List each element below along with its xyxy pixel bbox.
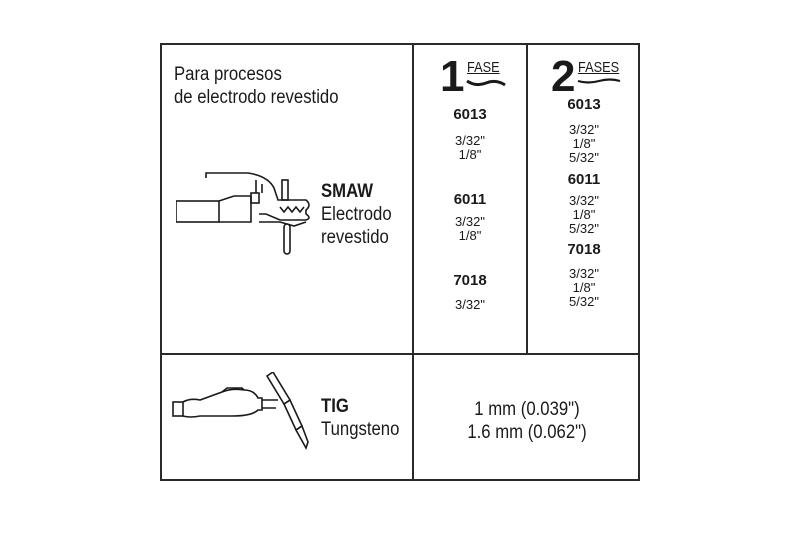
electrode-code: 6011	[453, 191, 487, 208]
phase1-number: 1	[440, 52, 465, 101]
intro-line-2: de electrodo revestido	[174, 87, 339, 108]
intro-line-1: Para procesos	[174, 64, 282, 85]
electrode-size: 3/32"	[569, 266, 599, 281]
electrode-size: 1/8"	[572, 280, 596, 295]
intro-text: Para procesos de electrodo revestido	[174, 63, 339, 109]
electrode-size: 5/32"	[569, 294, 599, 309]
electrode-code: 7018	[567, 241, 601, 258]
electrode-holder-icon	[176, 172, 310, 255]
phase2-label: FASES	[578, 59, 620, 76]
electrode-size: 1/8"	[458, 228, 482, 243]
tig-torch-icon	[172, 372, 309, 450]
electrode-size: 1/8"	[572, 207, 596, 222]
smaw-line-1: Electrodo	[321, 204, 392, 225]
electrode-size: 3/32"	[455, 214, 485, 229]
smaw-label: SMAW Electrodo revestido	[321, 180, 392, 249]
electrode-size: 3/32"	[455, 297, 485, 312]
electrode-size: 5/32"	[569, 150, 599, 165]
electrode-code: 6011	[567, 171, 601, 188]
tig-sizes: 1 mm (0.039") 1.6 mm (0.062")	[415, 398, 639, 444]
electrode-size: 1/8"	[572, 136, 596, 151]
tig-title: TIG	[321, 396, 349, 417]
phase1-header: 1 FASE	[440, 52, 507, 101]
electrode-code: 6013	[567, 96, 601, 113]
electrode-size: 5/32"	[569, 221, 599, 236]
ac-wave-icon	[466, 79, 507, 87]
phase2-number: 2	[551, 52, 576, 101]
divider-vertical-main	[412, 43, 414, 481]
electrode-size: 3/32"	[569, 122, 599, 137]
tig-label: TIG Tungsteno	[321, 395, 399, 441]
tig-size: 1.6 mm (0.062")	[467, 422, 587, 443]
tig-line-1: Tungsteno	[321, 419, 400, 440]
ac-wave-icon	[578, 78, 621, 84]
phase2-electrodes: 6013 3/32" 1/8" 5/32" 6011 3/32" 1/8" 5/…	[528, 96, 640, 309]
phase1-label: FASE	[467, 59, 501, 76]
electrode-size: 3/32"	[569, 193, 599, 208]
table-frame	[160, 43, 640, 481]
divider-vertical-phases	[526, 43, 528, 355]
electrode-size: 1/8"	[458, 147, 482, 162]
tig-size: 1 mm (0.039")	[474, 399, 580, 420]
smaw-line-2: revestido	[321, 227, 389, 248]
phase1-electrodes: 6013 3/32" 1/8" 6011 3/32" 1/8" 7018 3/3…	[414, 106, 526, 312]
electrode-code: 6013	[453, 106, 487, 123]
electrode-size: 3/32"	[455, 133, 485, 148]
phase2-header: 2 FASES	[551, 52, 627, 101]
electrode-code: 7018	[453, 272, 487, 289]
divider-horizontal	[160, 353, 640, 355]
smaw-title: SMAW	[321, 181, 374, 202]
